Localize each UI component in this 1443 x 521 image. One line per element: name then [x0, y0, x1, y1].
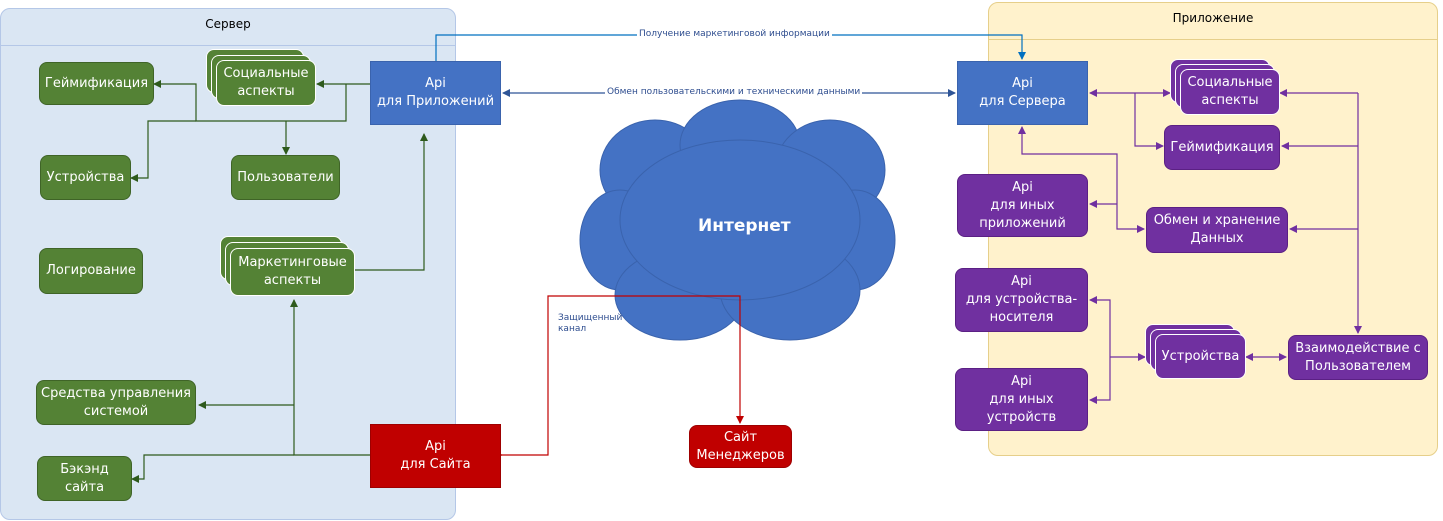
server-marketing-node[interactable]: Маркетинговые аспекты	[230, 248, 355, 296]
app-gamification-node[interactable]: Геймификация	[1164, 125, 1280, 170]
server-social-node[interactable]: Социальные аспекты	[216, 60, 316, 106]
app-user-interaction-node[interactable]: Взаимодействие с Пользователем	[1288, 335, 1428, 380]
app-devices-node[interactable]: Устройства	[1155, 334, 1246, 379]
internet-label: Интернет	[698, 216, 791, 236]
marketing-info-label: Получение маркетинговой информации	[637, 29, 832, 39]
server-users-node[interactable]: Пользователи	[231, 155, 340, 200]
server-logging-node[interactable]: Логирование	[39, 248, 143, 294]
api-for-apps-node[interactable]: Api для Приложений	[370, 61, 501, 125]
api-for-site-node[interactable]: Api для Сайта	[370, 424, 501, 488]
api-other-devices-node[interactable]: Api для иных устройств	[955, 368, 1088, 431]
server-devices-node[interactable]: Устройства	[40, 155, 131, 200]
data-exchange-label: Обмен пользовательскими и техническими д…	[605, 87, 863, 97]
server-panel-divider	[1, 45, 455, 46]
server-backend-node[interactable]: Бэкэнд сайта	[37, 456, 132, 501]
api-other-apps-node[interactable]: Api для иных приложений	[957, 174, 1088, 237]
app-panel-divider	[989, 39, 1437, 40]
server-gamification-node[interactable]: Геймификация	[39, 62, 154, 105]
secure-channel-label: Защищенный канал	[558, 313, 623, 334]
api-for-server-node[interactable]: Api для Сервера	[957, 61, 1088, 125]
api-carrier-device-node[interactable]: Api для устройства- носителя	[955, 268, 1088, 332]
app-social-node[interactable]: Социальные аспекты	[1180, 69, 1280, 115]
app-panel-title: Приложение	[1172, 11, 1254, 25]
server-panel-title: Сервер	[205, 17, 251, 31]
server-management-node[interactable]: Средства управления системой	[36, 380, 196, 425]
managers-site-node[interactable]: Сайт Менеджеров	[689, 425, 792, 468]
app-data-exchange-node[interactable]: Обмен и хранение Данных	[1146, 207, 1288, 253]
